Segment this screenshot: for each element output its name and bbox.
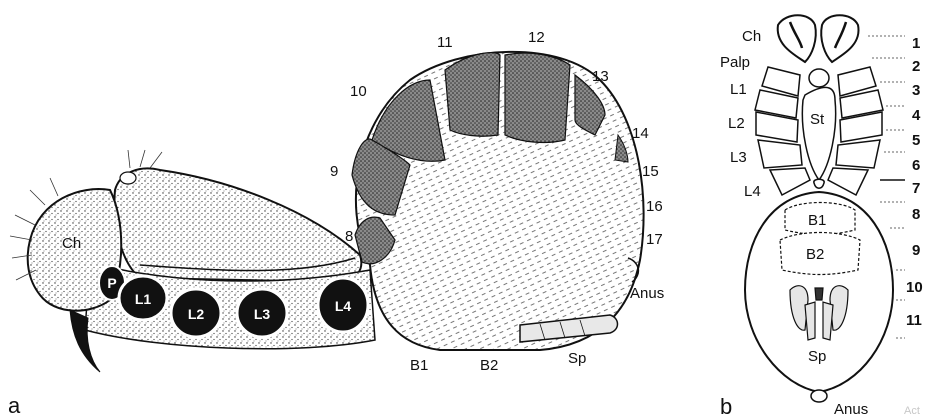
leg-label-1-b: L1 [730, 81, 747, 98]
leg-label-1-a: L1 [135, 291, 152, 307]
tergite-12 [505, 53, 570, 142]
leg-label-2-a: L2 [188, 306, 205, 322]
eye-tubercle [120, 172, 136, 184]
segment-b-4: 4 [912, 107, 921, 124]
segment-label-16: 16 [646, 198, 663, 215]
segment-label-8: 8 [345, 228, 353, 245]
panel-b-label: b [720, 394, 732, 418]
sternum-label-b: St [810, 111, 825, 128]
booklung-1-label-a: B1 [410, 357, 428, 374]
panel-a-label: a [8, 393, 21, 418]
labium-b [809, 69, 829, 87]
panel-b-drawing [745, 15, 893, 402]
coxa-4-left [770, 168, 810, 195]
anus-b [811, 390, 827, 402]
leg-label-4-b: L4 [744, 183, 761, 200]
segment-b-9: 9 [912, 242, 920, 259]
coxa-3-right [836, 140, 880, 168]
segment-b-3: 3 [912, 82, 920, 99]
leg-label-3-a: L3 [254, 306, 271, 322]
segment-b-8: 8 [912, 206, 920, 223]
segment-label-9: 9 [330, 163, 338, 180]
booklung-2-label-a: B2 [480, 357, 498, 374]
anus-label-b: Anus [834, 401, 868, 418]
chelicera-label-a: Ch [62, 235, 81, 252]
segment-label-15: 15 [642, 163, 659, 180]
segment-b-2: 2 [912, 58, 920, 75]
booklung-2-label-b: B2 [806, 246, 824, 263]
spinnerets-label-a: Sp [568, 350, 586, 367]
sternum-b [802, 87, 835, 180]
segment-b-11: 11 [906, 312, 922, 329]
coxa-4-right [828, 168, 868, 195]
segment-label-14: 14 [632, 125, 649, 142]
segment-b-6: 6 [912, 157, 920, 174]
palp-label-a: P [107, 275, 116, 291]
segment-label-13: 13 [592, 68, 609, 85]
segment-label-17: 17 [646, 231, 663, 248]
segment-b-1: 1 [912, 35, 920, 52]
booklung-1-label-b: B1 [808, 212, 826, 229]
tergite-11 [445, 53, 500, 137]
coxa-3-left [758, 140, 802, 168]
segment-label-11: 11 [437, 34, 453, 51]
leg-label-3-b: L3 [730, 149, 747, 166]
segment-label-12: 12 [528, 29, 545, 46]
panel-b-segment-numbers: 1 2 3 4 5 6 7 8 9 10 11 [906, 35, 923, 329]
leg-label-4-a: L4 [335, 298, 352, 314]
segment-b-10: 10 [906, 279, 923, 296]
spinnerets-label-b: Sp [808, 348, 826, 365]
segment-b-7: 7 [912, 180, 920, 197]
anus-label-a: Anus [630, 285, 664, 302]
segment-label-10: 10 [350, 83, 367, 100]
chelicera-label-b: Ch [742, 28, 761, 45]
segment-b-5: 5 [912, 132, 920, 149]
palp-label-b: Palp [720, 54, 750, 71]
leg-label-2-b: L2 [728, 115, 745, 132]
watermark: Act [904, 405, 920, 417]
